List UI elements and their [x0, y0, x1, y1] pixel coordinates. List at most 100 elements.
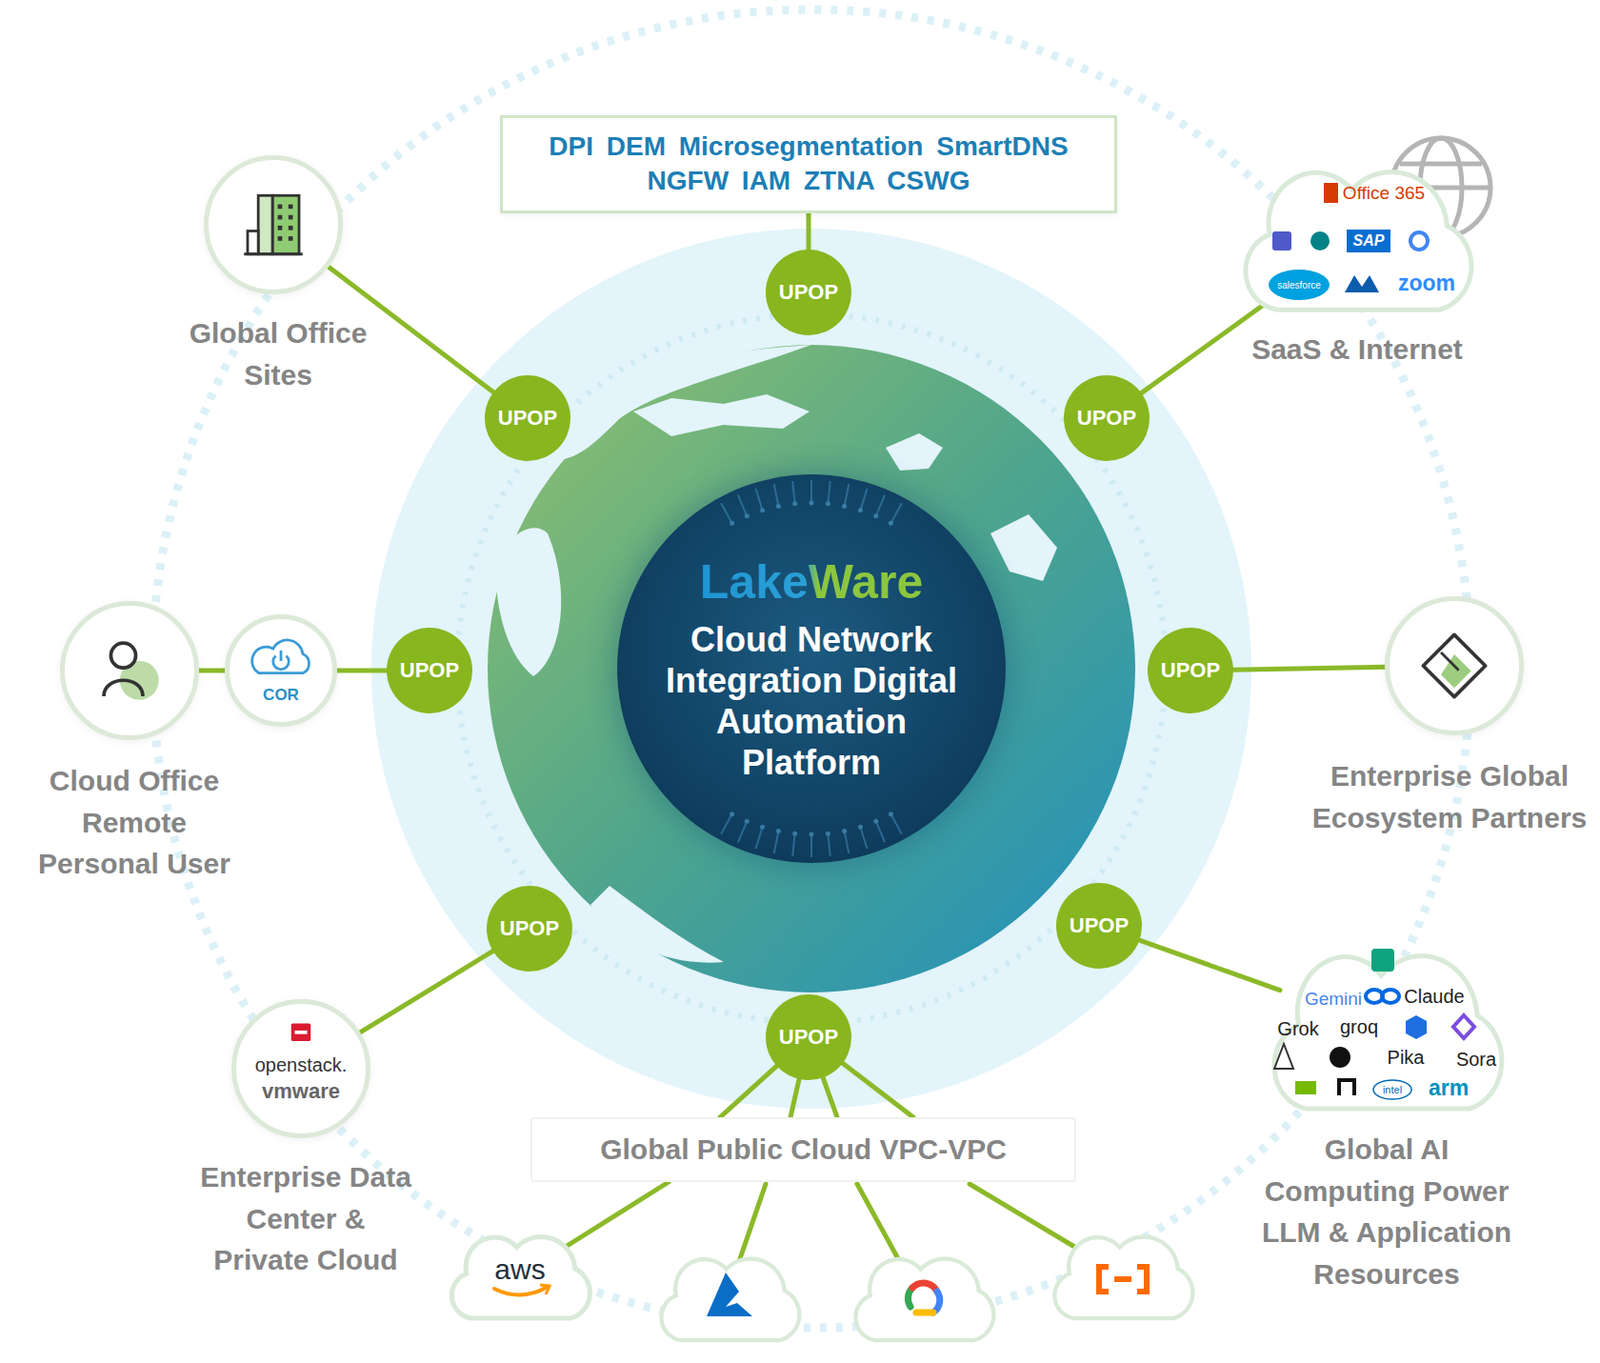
circuit-pad	[825, 500, 831, 506]
g-shape	[278, 204, 294, 241]
logo-text: zoom	[1398, 270, 1456, 297]
circuit-pad	[792, 500, 798, 506]
path-shape	[1054, 1236, 1193, 1319]
node-caption: Global Office Sites	[176, 312, 381, 396]
logo-text: Claude	[1403, 985, 1464, 1008]
azure-cloud	[660, 1258, 800, 1340]
path-shape	[916, 1309, 934, 1317]
connector-line	[1139, 940, 1280, 991]
path-shape	[1344, 275, 1380, 293]
rect-shape	[1346, 229, 1391, 253]
line-shape	[280, 650, 283, 661]
node-icon	[64, 605, 195, 736]
path-shape	[660, 1258, 800, 1340]
line-shape	[243, 252, 302, 256]
logo-text: Grok	[1277, 1018, 1319, 1040]
path-shape	[1274, 1043, 1294, 1069]
circuit-pad	[873, 819, 879, 824]
circuit-pad	[776, 828, 781, 834]
rect-shape	[288, 225, 294, 231]
path-shape	[252, 640, 310, 674]
logo-text: Sora	[1456, 1048, 1497, 1071]
logo-text: Gemini	[1304, 988, 1362, 1010]
circuit-trace	[828, 480, 831, 502]
circuit-trace	[891, 502, 902, 521]
brand-name: LakeWare	[700, 554, 923, 610]
ellipse-shape	[1381, 989, 1400, 1003]
upop-node: UPOP	[1056, 882, 1142, 969]
circuit-trace	[860, 488, 868, 509]
circuit-trace	[755, 828, 762, 849]
pop-label: UPOP	[779, 1024, 839, 1050]
path-shape	[103, 680, 143, 697]
circle-shape	[1410, 232, 1428, 250]
polygon-shape	[885, 433, 943, 471]
circuit-trace	[828, 835, 831, 857]
connector-line	[1233, 666, 1385, 670]
node-caption: Global AI Computing Power LLM & Applicat…	[1253, 1128, 1520, 1295]
logo-text: SAP	[1353, 232, 1385, 250]
circuit-pad	[888, 811, 894, 817]
circuit-pad	[744, 819, 750, 824]
rect-shape	[288, 236, 294, 241]
logo-text: groq	[1340, 1016, 1379, 1039]
circuit-trace	[774, 483, 779, 505]
rect-shape	[278, 225, 283, 231]
path-shape	[494, 1286, 548, 1296]
user-circle: Cloud Office Remote Personal User	[60, 600, 200, 740]
circuit-pad	[729, 811, 735, 817]
circuit-pad	[841, 828, 847, 834]
circuit-trace	[810, 480, 813, 501]
g-shape	[1365, 989, 1400, 1003]
rect-shape	[1323, 182, 1339, 203]
circuit-trace	[738, 822, 747, 842]
connector-line	[720, 1065, 778, 1118]
rect-shape	[291, 1022, 311, 1041]
upop-node: UPOP	[1147, 627, 1234, 714]
connector-line	[842, 1062, 914, 1118]
node-icon	[208, 160, 339, 290]
feature-list: DPI DEM Microsegmentation SmartDNS NGFW …	[521, 129, 1096, 200]
rect-shape	[278, 215, 283, 220]
path-shape	[1274, 956, 1502, 1109]
logo-text: aws	[494, 1253, 545, 1286]
path-shape	[590, 885, 724, 963]
circuit-trace	[810, 836, 813, 858]
circuit-trace	[738, 495, 747, 515]
connector-line	[360, 951, 493, 1033]
ai-cloud: GeminiClaudeGrokgroqPikaSoraintelarmGlob…	[1253, 935, 1520, 1121]
pop-label: UPOP	[500, 916, 560, 941]
circuit-trace	[877, 822, 886, 842]
circuit-trace	[792, 835, 795, 857]
circuit-pad	[729, 520, 735, 526]
circuit-trace	[877, 495, 886, 515]
pop-label: UPOP	[779, 280, 839, 305]
inner-dotted-ring	[457, 314, 1166, 1023]
rect-shape	[288, 204, 294, 210]
ocean-cutouts	[495, 344, 1058, 963]
platform-title: Cloud Network Integration Digital Automa…	[654, 619, 969, 784]
ellipse-shape	[1268, 269, 1330, 300]
band-label: Global Public Cloud VPC-VPC	[600, 1128, 1007, 1171]
upop-node: UPOP	[486, 885, 573, 972]
upop-node: UPOP	[484, 375, 571, 461]
circuit-pad	[809, 500, 815, 506]
alibaba-logo	[1099, 1266, 1147, 1292]
cor-circle: COR	[224, 614, 338, 727]
line-shape	[1400, 161, 1482, 167]
platform-core: LakeWareCloud Network Integration Digita…	[617, 474, 1006, 863]
circle-shape	[1329, 1046, 1351, 1068]
path-shape	[1245, 171, 1472, 310]
path-shape	[1440, 652, 1460, 671]
pop-label: UPOP	[400, 658, 460, 683]
globe	[487, 344, 1136, 993]
node-caption: SaaS & Internet	[1214, 328, 1500, 371]
logo-text: Pika	[1387, 1046, 1425, 1069]
logo-text: openstack.	[255, 1054, 348, 1077]
logo-text: vmware	[261, 1079, 340, 1104]
outer-dotted-ring	[152, 9, 1471, 1328]
path-shape	[451, 1236, 590, 1319]
upop-node: UPOP	[1063, 375, 1150, 461]
datacenter-circle: openstack.vmwareEnterprise Data Center &…	[231, 999, 371, 1139]
circuit-trace	[720, 815, 732, 834]
